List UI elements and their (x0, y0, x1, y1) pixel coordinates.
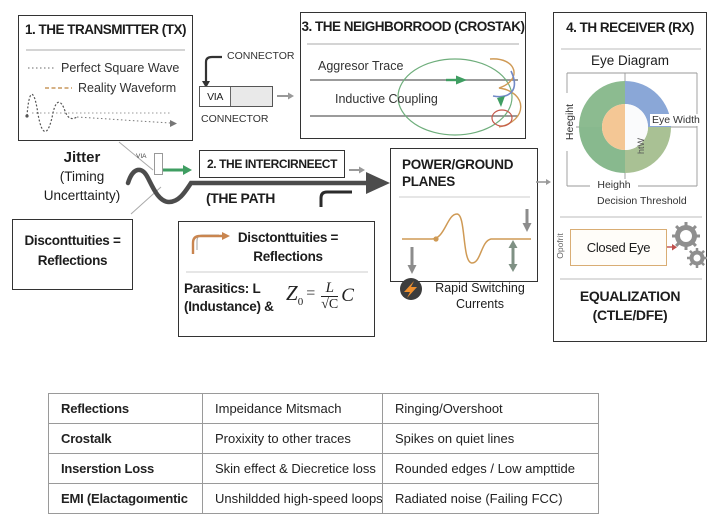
parasitics-line1: Parasitics: L (184, 281, 261, 296)
discontinuities-left-box (12, 219, 133, 290)
power-title-line1: POWER/GROUND (402, 157, 514, 172)
rapid-line1: Rapid Switching (435, 281, 525, 295)
table-cell: Inserstion Loss (48, 453, 203, 484)
parasitics-line2: (Industance) & (184, 299, 274, 314)
disc-left-line1: Disconttuities = (24, 233, 121, 248)
ctle-dfe-label: (CTLE/DFE) (592, 307, 668, 323)
equalization-label: EQUALIZATION (579, 288, 681, 304)
formula-eq: = (306, 285, 316, 302)
transmitter-title: 1. THE TRANSMITTER (TX) (25, 22, 187, 37)
rapid-switching-label: Rapid Switching Currents (428, 280, 532, 312)
legend-reality-label: Reality Waveform (78, 81, 177, 95)
table-row: EMI (Elactagoımentic Unshildded high-spe… (48, 483, 599, 514)
table-cell: Rounded edges / Low ampttide (382, 453, 599, 484)
table-cell: Impeidance Mitsmach (202, 393, 383, 424)
table-row: Crostalk Proxixity to other traces Spike… (48, 423, 599, 454)
table-cell: Ringing/Overshoot (382, 393, 599, 424)
jitter-line1: Jitter (63, 149, 101, 166)
table-cell: Proxixity to other traces (202, 423, 383, 454)
discontinuities-mid-label: Disctonttuities = Reflections (208, 228, 368, 266)
table-cell: Unshildded high-speed loops (202, 483, 383, 514)
table-cell: Crostalk (48, 423, 203, 454)
closed-eye-label: Closed Eye (586, 240, 651, 255)
connector-bottom-label: CONNECTOR (201, 113, 269, 125)
eye-height-bottom-label: Heighh (590, 179, 638, 191)
table-row: Inserstion Loss Skin effect & Diecretice… (48, 453, 599, 484)
table-row: Reflections Impeidance Mitsmach Ringing/… (48, 393, 599, 424)
via-small-label: VIA (136, 153, 147, 160)
rapid-line2: Currents (456, 297, 504, 311)
table-cell: EMI (Elactagoımentic (48, 483, 203, 514)
disc-mid-line1: Disctonttuities = (237, 230, 339, 245)
via-component: VIA (199, 86, 273, 107)
jitter-label: Jitter (Timing Uncerttainty) (28, 148, 136, 205)
power-title-line2: PLANES (402, 174, 455, 189)
decision-threshold-label: Decision Threshold (597, 195, 687, 207)
formula-z: Z (286, 281, 298, 305)
connector-top-label: CONNECTOR (227, 50, 295, 62)
the-path-label: (THE PATH (206, 190, 275, 206)
via-body (230, 87, 272, 106)
eye-height-left-label: Heegiht (564, 93, 576, 151)
legend-perfect-square-label: Perfect Square Wave (61, 61, 180, 75)
eye-diagram-label: Eye Diagram (590, 53, 670, 68)
receiver-title: 4. TH RECEIVER (RX) (566, 20, 694, 35)
eye-width-label: Eye Width (650, 114, 702, 126)
formula-den: √C (321, 296, 339, 312)
via-small-rect (154, 153, 163, 175)
neighborhood-title: 3. THE NEIGHBORROOD (CROSTAK) (301, 19, 525, 34)
opofrit-label: Opofrit (555, 233, 565, 259)
aggressor-trace-label: Aggresor Trace (318, 59, 404, 73)
disc-mid-line2: Reflections (253, 249, 323, 264)
via-label: VIA (207, 90, 224, 103)
interconnect-box: 2. THE INTERCIRNEECT (199, 150, 345, 178)
table-cell: Spikes on quiet lines (382, 423, 599, 454)
inductive-coupling-label: Inductive Coupling (335, 92, 438, 106)
interconnect-title: 2. THE INTERCIRNEECT (206, 157, 337, 171)
signal-issues-table: Reflections Impeidance Mitsmach Ringing/… (48, 393, 599, 514)
formula-num: L (325, 280, 334, 296)
table-cell: Radiated noise (Failing FCC) (382, 483, 599, 514)
jitter-line2: (Timing (59, 169, 105, 184)
discontinuities-left-label: Disconttuities = Reflections (12, 231, 133, 271)
formula-c: C (341, 285, 354, 306)
htw-label: htW (636, 138, 646, 155)
jitter-line3: Uncerttainty) (43, 188, 121, 203)
closed-eye-box: Closed Eye (570, 229, 667, 266)
disc-left-line2: Reflections (37, 253, 108, 268)
formula-sub: 0 (297, 296, 304, 309)
impedance-formula: Z0 = L √C C (286, 281, 354, 312)
table-cell: Skin effect & Diecretice loss (202, 453, 383, 484)
table-cell: Reflections (48, 393, 203, 424)
